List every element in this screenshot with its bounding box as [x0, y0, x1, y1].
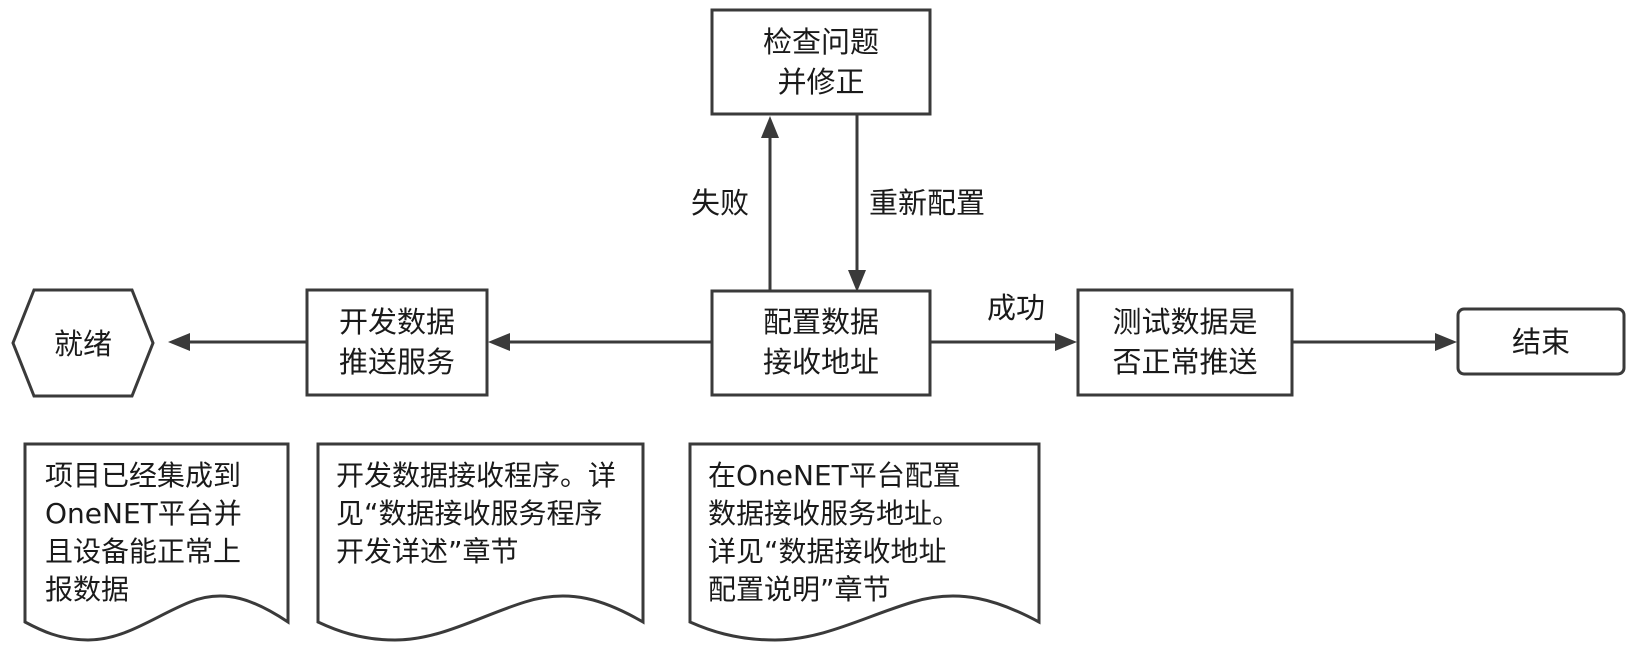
check-fix-line1: 检查问题	[763, 25, 879, 59]
node-check-fix: 检查问题 并修正	[710, 8, 932, 116]
end-label: 结束	[1512, 325, 1570, 359]
note-1-line2: OneNET平台并	[45, 497, 242, 530]
end-box	[1456, 307, 1626, 376]
check-fix-box	[710, 8, 932, 116]
edges	[168, 112, 1457, 351]
note-2: 开发数据接收程序。详 见“数据接收服务程序 开发详述”章节	[316, 442, 645, 642]
note-1-line1: 项目已经集成到	[45, 459, 241, 492]
note-2-line3: 开发详述”章节	[336, 535, 519, 568]
config-addr-line2: 接收地址	[763, 345, 879, 379]
arrowhead-to-push	[488, 333, 510, 351]
note-3-line3: 详见“数据接收地址	[708, 535, 947, 568]
test-push-line1: 测试数据是	[1112, 305, 1257, 339]
note-3-shape	[688, 442, 1041, 642]
test-push-box	[1076, 288, 1294, 397]
note-1-line3: 且设备能正常上	[45, 535, 241, 568]
arrowhead-to-check	[761, 116, 779, 138]
node-test-push: 测试数据是 否正常推送	[1076, 288, 1294, 397]
test-push-line2: 否正常推送	[1112, 345, 1257, 379]
note-1-shape	[23, 442, 290, 642]
node-push-service: 开发数据 推送服务	[305, 288, 489, 397]
arrowhead-to-end	[1435, 333, 1457, 351]
push-service-line1: 开发数据	[339, 305, 455, 339]
push-service-line2: 推送服务	[339, 345, 455, 379]
node-ready: 就绪	[11, 288, 155, 398]
note-3-line2: 数据接收服务地址。	[708, 497, 960, 530]
note-1: 项目已经集成到 OneNET平台并 且设备能正常上 报数据	[23, 442, 290, 642]
note-2-shape	[316, 442, 645, 642]
note-3-line4: 配置说明”章节	[708, 573, 891, 606]
arrowhead-to-ready	[168, 333, 190, 351]
note-1-line4: 报数据	[45, 573, 129, 606]
ready-label: 就绪	[54, 327, 112, 361]
ready-hexagon	[11, 288, 155, 398]
check-fix-line2: 并修正	[777, 65, 864, 99]
note-3-line1: 在OneNET平台配置	[708, 459, 961, 492]
label-reconfigure: 重新配置	[869, 186, 985, 220]
config-addr-line1: 配置数据	[763, 305, 879, 339]
label-fail: 失败	[691, 186, 749, 220]
node-config-addr: 配置数据 接收地址	[710, 289, 932, 397]
note-3: 在OneNET平台配置 数据接收服务地址。 详见“数据接收地址 配置说明”章节	[688, 442, 1041, 642]
note-2-line1: 开发数据接收程序。详	[336, 459, 616, 492]
arrowhead-to-config	[848, 270, 866, 292]
label-success: 成功	[987, 291, 1045, 325]
push-service-box	[305, 288, 489, 397]
config-addr-box	[710, 289, 932, 397]
node-end: 结束	[1456, 307, 1626, 376]
arrowhead-to-test	[1055, 333, 1077, 351]
note-2-line2: 见“数据接收服务程序	[336, 497, 603, 530]
